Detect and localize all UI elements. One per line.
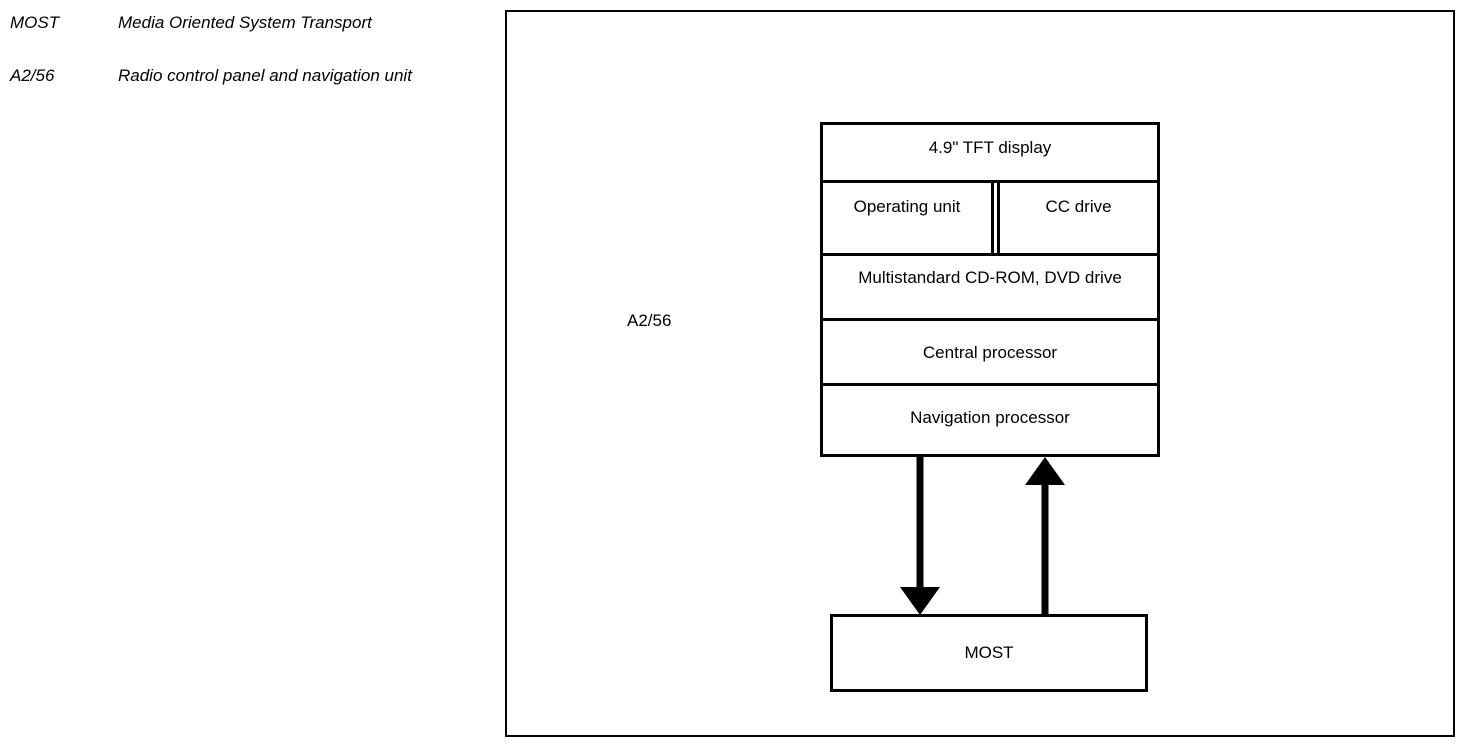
unit-row-central-processor: Central processor [823, 321, 1157, 386]
unit-row-operating-cc: Operating unit CC drive [823, 183, 1157, 256]
unit-cell-label: Operating unit [853, 197, 961, 216]
most-bus-block: MOST [830, 614, 1148, 692]
arrow-head [1025, 457, 1065, 485]
arrow-shaft [916, 457, 924, 589]
unit-designation-label: A2/56 [627, 311, 672, 330]
most-bus-label: MOST [964, 643, 1014, 662]
legend-term: MOST [10, 13, 60, 32]
unit-row-label: Navigation processor [910, 408, 1070, 427]
arrow-shaft [1041, 485, 1049, 615]
arrow-head [900, 587, 940, 615]
legend-entry-most: MOST Media Oriented System Transport [10, 10, 480, 35]
unit-cell-label: CC drive [1045, 197, 1112, 216]
unit-cell-operating-unit: Operating unit [823, 183, 991, 253]
unit-row-cdrom-dvd-drive: Multistandard CD-ROM, DVD drive [823, 256, 1157, 321]
unit-row-label: Central processor [922, 343, 1058, 362]
legend: MOST Media Oriented System Transport A2/… [10, 10, 480, 116]
unit-row-label: 4.9" TFT display [928, 138, 1052, 157]
legend-description: Media Oriented System Transport [118, 13, 372, 32]
unit-row-navigation-processor: Navigation processor [823, 386, 1157, 454]
arrow-down-icon [900, 457, 940, 615]
diagram-frame: A2/56 4.9" TFT display Operating unit CC… [505, 10, 1455, 737]
legend-entry-a2-56: A2/56 Radio control panel and navigation… [10, 63, 480, 88]
unit-cell-cc-drive: CC drive [1000, 183, 1157, 253]
unit-row-label: Multistandard CD-ROM, DVD drive [858, 268, 1122, 287]
control-unit-block: 4.9" TFT display Operating unit CC drive… [820, 122, 1160, 457]
unit-row-tft-display: 4.9" TFT display [823, 125, 1157, 183]
legend-term: A2/56 [10, 66, 55, 85]
arrow-up-icon [1025, 457, 1065, 615]
double-divider-line [991, 183, 1000, 253]
legend-description: Radio control panel and navigation unit [118, 66, 412, 85]
